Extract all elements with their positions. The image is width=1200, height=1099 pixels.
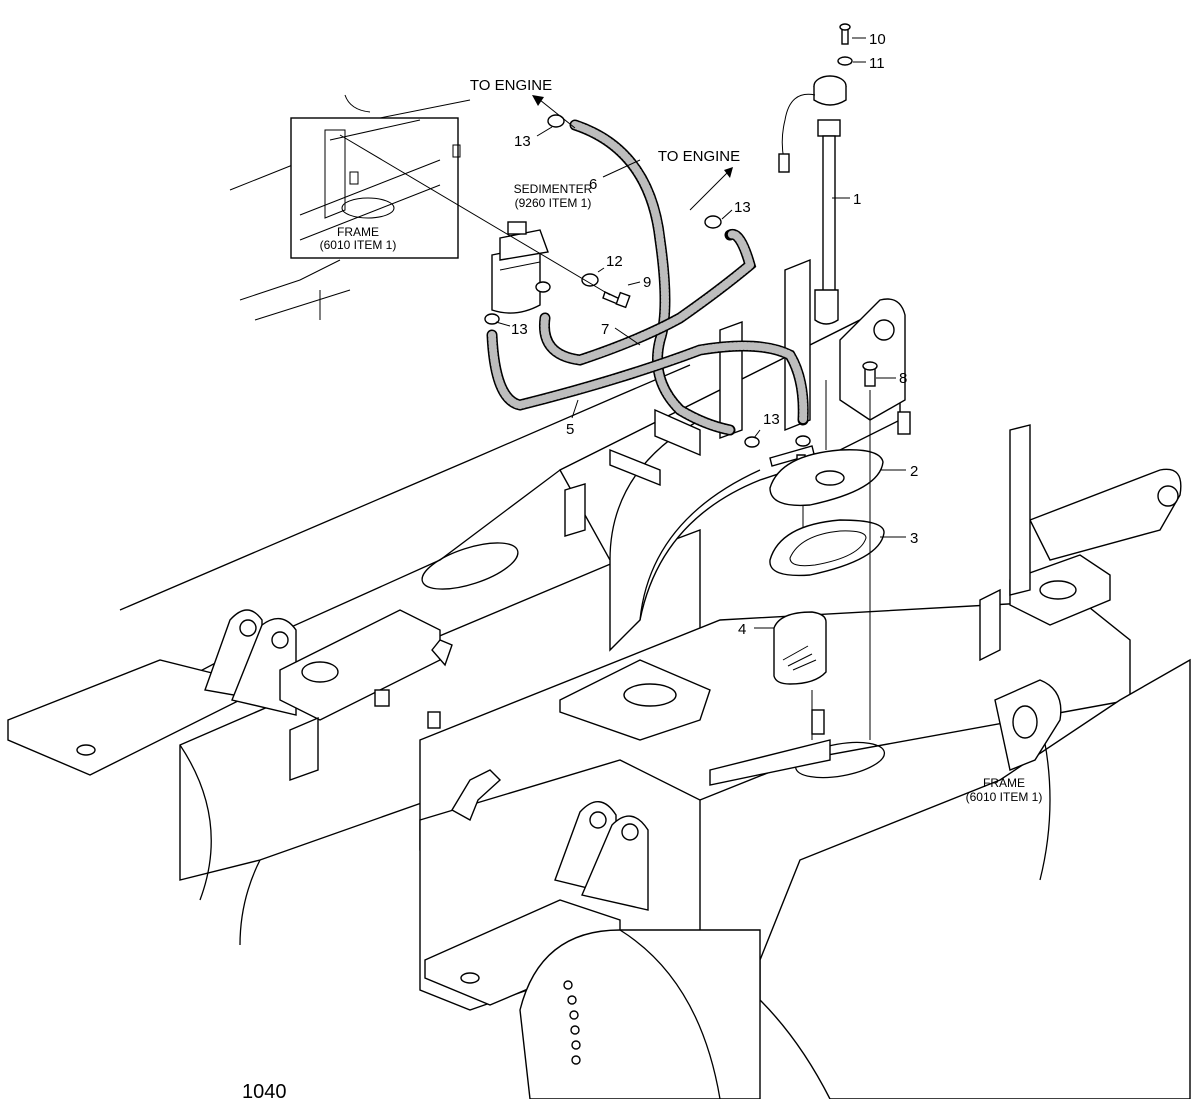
to-engine-arrow-left	[532, 95, 576, 129]
bolt-9	[602, 291, 631, 309]
hose-7	[538, 229, 757, 366]
callout-leaders	[495, 37, 906, 629]
clamp-13-e	[744, 436, 760, 448]
callout-9: 9	[643, 274, 651, 291]
clamp-13-a	[547, 114, 565, 128]
clamp-13-f	[795, 435, 811, 447]
frame-inset-label-line2: (6010 ITEM 1)	[320, 238, 397, 252]
callout-13-tank: 13	[763, 411, 780, 428]
bolt-8	[862, 361, 878, 740]
callout-10: 10	[869, 31, 886, 48]
clamp-13-b	[704, 215, 722, 229]
figure-number: 1040	[242, 1081, 287, 1099]
sedimenter	[491, 221, 549, 314]
washer-12	[581, 273, 599, 287]
sedimenter-label-line2: (9260 ITEM 1)	[515, 196, 592, 210]
callout-13-top: 13	[514, 133, 531, 150]
suction-strainer-4	[773, 380, 827, 740]
callout-11: 11	[869, 55, 885, 72]
hose-5	[486, 329, 809, 426]
gasket-3	[769, 519, 885, 577]
frame-inset-view: FRAME (6010 ITEM 1)	[229, 94, 471, 321]
callout-13-right: 13	[734, 199, 751, 216]
callout-5: 5	[566, 421, 574, 438]
callout-8: 8	[899, 370, 907, 387]
fuel-level-sender	[778, 23, 853, 325]
frame-inset-label-line1: FRAME	[337, 225, 379, 239]
inset-leader-line	[339, 134, 611, 296]
callout-3: 3	[910, 530, 918, 547]
clamp-13-d	[484, 313, 500, 325]
to-engine-label-right: TO ENGINE	[658, 148, 740, 165]
clamp-13-c	[535, 281, 551, 293]
callout-6: 6	[589, 176, 597, 193]
sedimenter-label-line1: SEDIMENTER	[514, 182, 593, 196]
frame-label-line1: FRAME	[983, 776, 1025, 790]
callout-13-sedimenter: 13	[511, 321, 528, 338]
frame-label-line2: (6010 ITEM 1)	[966, 790, 1043, 804]
callout-2: 2	[910, 463, 918, 480]
callout-1: 1	[853, 191, 861, 208]
callout-4: 4	[738, 621, 746, 638]
to-engine-arrow-right	[689, 167, 733, 211]
main-frame	[7, 258, 1191, 1099]
flange-plate-2	[769, 449, 884, 560]
callout-7: 7	[601, 321, 609, 338]
to-engine-label-left: TO ENGINE	[470, 77, 552, 94]
callout-12: 12	[606, 253, 623, 270]
